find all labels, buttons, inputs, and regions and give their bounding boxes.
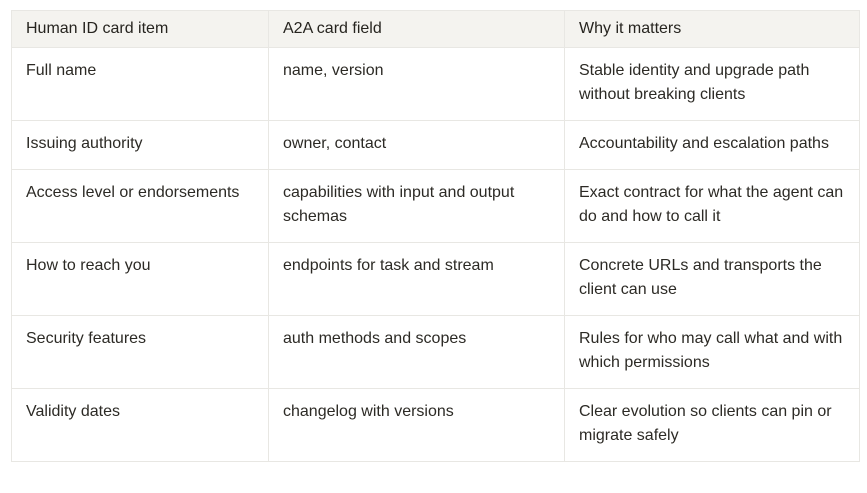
table-cell: Stable identity and upgrade path without… (564, 47, 860, 121)
table-cell: endpoints for task and stream (268, 242, 565, 316)
table-cell: Validity dates (11, 388, 269, 462)
table-cell: Rules for who may call what and with whi… (564, 315, 860, 389)
table-cell: Accountability and escalation paths (564, 120, 860, 170)
comparison-table: Human ID card item A2A card field Why it… (11, 10, 860, 462)
table-cell: Clear evolution so clients can pin or mi… (564, 388, 860, 462)
table-cell: capabilities with input and output schem… (268, 169, 565, 243)
table-cell: Exact contract for what the agent can do… (564, 169, 860, 243)
table-cell: Concrete URLs and transports the client … (564, 242, 860, 316)
column-header-a2a-card-field: A2A card field (268, 10, 565, 48)
table-header-row: Human ID card item A2A card field Why it… (11, 10, 860, 48)
table-cell: Full name (11, 47, 269, 121)
column-header-why-it-matters: Why it matters (564, 10, 860, 48)
table-cell: name, version (268, 47, 565, 121)
table-cell: Issuing authority (11, 120, 269, 170)
table-cell: Security features (11, 315, 269, 389)
table-header: Human ID card item A2A card field Why it… (11, 10, 860, 48)
table-cell: Access level or endorsements (11, 169, 269, 243)
table-cell: How to reach you (11, 242, 269, 316)
table-cell: changelog with versions (268, 388, 565, 462)
column-header-human-id-card-item: Human ID card item (11, 10, 269, 48)
table-cell: owner, contact (268, 120, 565, 170)
table-cell: auth methods and scopes (268, 315, 565, 389)
